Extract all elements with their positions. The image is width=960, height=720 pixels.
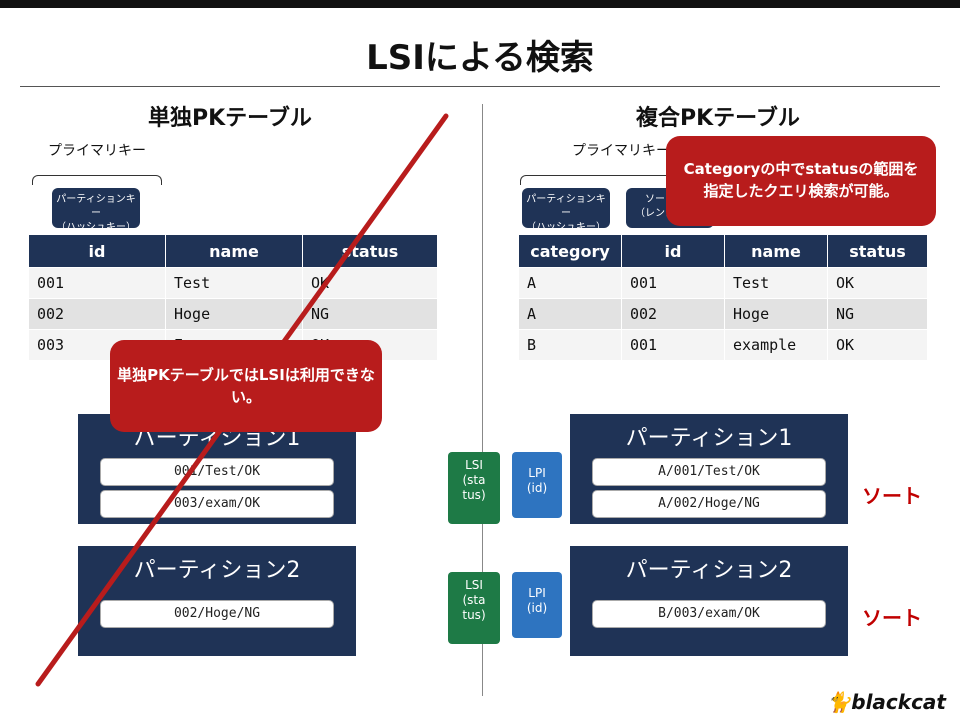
right-section-title: 複合PKテーブル xyxy=(636,106,800,131)
table-cell: NG xyxy=(827,298,928,330)
table-cell: OK xyxy=(302,267,438,299)
left-section-title: 単独PKテーブル xyxy=(148,106,312,131)
table-cell: Test xyxy=(724,267,828,299)
partition-row: 001/Test/OK xyxy=(100,458,334,486)
hash-key-label: （ハッシュキー） xyxy=(56,222,136,233)
table-cell: Test xyxy=(165,267,303,299)
right-partition-2: パーティション2 B/003/exam/OK xyxy=(570,546,848,656)
lsi-label: (sta xyxy=(462,593,486,607)
table-cell: Hoge xyxy=(165,298,303,330)
col-header-status: status xyxy=(302,234,438,268)
table-cell: A xyxy=(518,267,622,299)
table-cell: A xyxy=(518,298,622,330)
right-table: category id name status A 001 Test OK A … xyxy=(518,234,928,361)
lsi-scroll-icon: LSI (sta tus) xyxy=(448,572,500,644)
partition-row: A/002/Hoge/NG xyxy=(592,490,826,518)
table-row: 001 Test OK xyxy=(28,267,438,299)
partition-row: B/003/exam/OK xyxy=(592,600,826,628)
table-cell: 001 xyxy=(621,267,725,299)
lsi-label: LSI xyxy=(465,458,483,472)
table-cell: example xyxy=(724,329,828,361)
title-divider xyxy=(20,86,940,87)
lsi-scroll-icon: LSI (sta tus) xyxy=(448,452,500,524)
table-row: A 001 Test OK xyxy=(518,267,928,299)
table-cell: NG xyxy=(302,298,438,330)
table-cell: Hoge xyxy=(724,298,828,330)
col-header-name: name xyxy=(724,234,828,268)
left-callout: 単独PKテーブルではLSIは利用できない。 xyxy=(110,340,382,432)
lpi-label: LPI xyxy=(528,466,546,480)
right-partition-1: パーティション1 A/001/Test/OK A/002/Hoge/NG xyxy=(570,414,848,524)
hash-key-label: （ハッシュキー） xyxy=(526,222,606,233)
table-row: B 001 example OK xyxy=(518,329,928,361)
sort-label: ソート xyxy=(862,484,922,508)
right-primary-key-label: プライマリキー xyxy=(572,143,670,159)
blackcat-logo: 🐈blackcat xyxy=(826,690,946,714)
left-partition-key-box: パーティションキー （ハッシュキー） xyxy=(52,188,140,233)
partition-key-label: パーティションキー xyxy=(526,194,606,219)
lpi-label: (id) xyxy=(526,601,548,615)
lpi-scroll-icon: LPI (id) xyxy=(512,452,562,518)
lsi-label: (sta xyxy=(462,473,486,487)
partition-title: パーティション2 xyxy=(625,558,793,583)
partition-row: A/001/Test/OK xyxy=(592,458,826,486)
lpi-label: (id) xyxy=(526,481,548,495)
partition-title: パーティション1 xyxy=(625,426,793,451)
partition-row: 002/Hoge/NG xyxy=(100,600,334,628)
partition-row: 003/exam/OK xyxy=(100,490,334,518)
lpi-scroll-icon: LPI (id) xyxy=(512,572,562,638)
partition-title: パーティション2 xyxy=(133,558,301,583)
right-callout: Categoryの中でstatusの範囲を指定したクエリ検索が可能。 xyxy=(666,136,936,226)
col-header-category: category xyxy=(518,234,622,268)
partition-key-label: パーティションキー xyxy=(56,194,136,219)
lsi-label: tus) xyxy=(462,488,486,502)
page-title: LSIによる検索 xyxy=(366,38,594,78)
center-divider xyxy=(482,104,483,696)
right-partition-key-box: パーティションキー （ハッシュキー） xyxy=(522,188,610,233)
lsi-label: tus) xyxy=(462,608,486,622)
col-header-status: status xyxy=(827,234,928,268)
table-cell: OK xyxy=(827,329,928,361)
lpi-label: LPI xyxy=(528,586,546,600)
col-header-id: id xyxy=(621,234,725,268)
lsi-label: LSI xyxy=(465,578,483,592)
table-cell: 001 xyxy=(621,329,725,361)
col-header-name: name xyxy=(165,234,303,268)
logo-text: blackcat xyxy=(851,690,946,714)
table-cell: 002 xyxy=(28,298,166,330)
top-bar xyxy=(0,0,960,8)
table-cell: OK xyxy=(827,267,928,299)
sort-label: ソート xyxy=(862,606,922,630)
left-pk-brace xyxy=(32,175,162,185)
left-primary-key-label: プライマリキー xyxy=(48,143,146,159)
table-row: 002 Hoge NG xyxy=(28,298,438,330)
table-cell: B xyxy=(518,329,622,361)
table-cell: 001 xyxy=(28,267,166,299)
cat-icon: 🐈 xyxy=(826,690,852,714)
